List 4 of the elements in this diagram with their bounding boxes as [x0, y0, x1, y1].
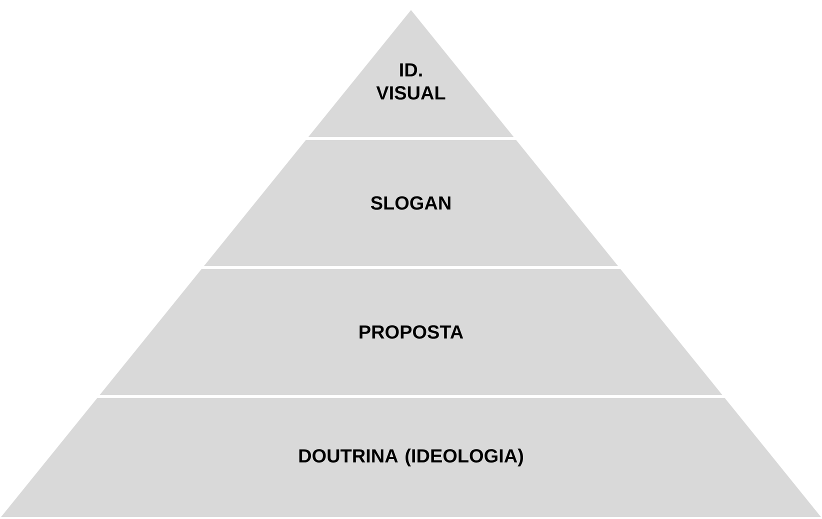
pyramid-band: SLOGAN: [204, 140, 618, 266]
pyramid-band: ID. VISUAL: [308, 10, 514, 137]
pyramid-band: DOUTRINA (IDEOLOGIA): [1, 398, 821, 517]
pyramid-band: PROPOSTA: [100, 269, 722, 395]
